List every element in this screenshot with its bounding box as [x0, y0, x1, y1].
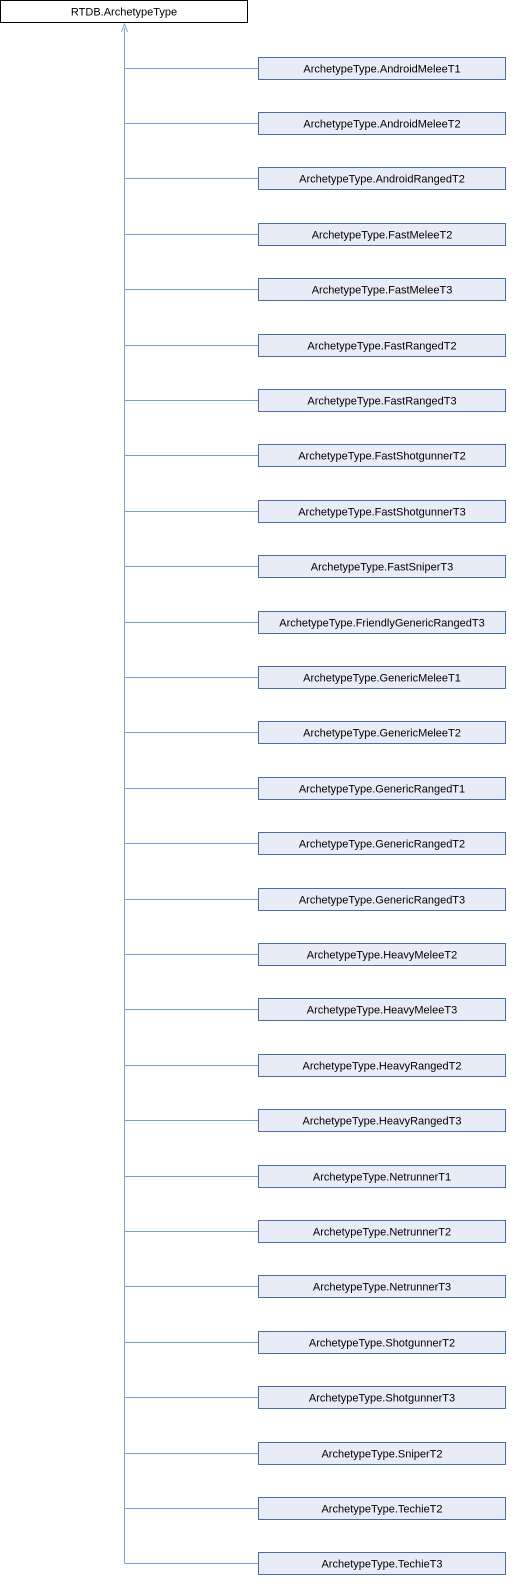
derived-class-box: [258, 998, 506, 1021]
derived-class-label: ArchetypeType.HeavyMeleeT2: [307, 950, 457, 962]
derived-class-node[interactable]: ArchetypeType.AndroidMeleeT2: [258, 112, 506, 135]
derived-class-node[interactable]: ArchetypeType.FastShotgunnerT2: [258, 444, 506, 467]
derived-class-node[interactable]: ArchetypeType.TechieT2: [258, 1497, 506, 1520]
root-class-node[interactable]: RTDB.ArchetypeType: [0, 0, 248, 23]
derived-class-label: ArchetypeType.GenericRangedT3: [299, 895, 465, 907]
derived-class-label: ArchetypeType.HeavyRangedT3: [303, 1116, 462, 1128]
derived-class-box: [258, 167, 506, 190]
derived-class-label: ArchetypeType.SniperT2: [321, 1449, 442, 1461]
derived-class-label: ArchetypeType.GenericMeleeT1: [303, 673, 461, 685]
derived-class-label: ArchetypeType.FastMeleeT3: [312, 285, 453, 297]
derived-class-box: [258, 666, 506, 689]
derived-class-node[interactable]: ArchetypeType.AndroidMeleeT1: [258, 57, 506, 80]
derived-class-box: [258, 112, 506, 135]
derived-class-node[interactable]: ArchetypeType.NetrunnerT1: [258, 1165, 506, 1188]
derived-class-node[interactable]: ArchetypeType.FastSniperT3: [258, 555, 506, 578]
root-class-box: [0, 0, 248, 23]
derived-class-box: [258, 1442, 506, 1465]
derived-class-node[interactable]: ArchetypeType.NetrunnerT3: [258, 1275, 506, 1298]
derived-class-node[interactable]: ArchetypeType.HeavyMeleeT3: [258, 998, 506, 1021]
derived-class-label: ArchetypeType.TechieT3: [321, 1559, 442, 1571]
inheritance-arrow-icon: [121, 22, 128, 33]
derived-class-label: ArchetypeType.HeavyRangedT2: [303, 1061, 462, 1073]
derived-class-node[interactable]: ArchetypeType.HeavyRangedT3: [258, 1109, 506, 1132]
derived-class-box: [258, 278, 506, 301]
derived-class-node[interactable]: ArchetypeType.FastMeleeT3: [258, 278, 506, 301]
derived-class-node[interactable]: ArchetypeType.TechieT3: [258, 1552, 506, 1575]
derived-class-label: ArchetypeType.FastRangedT2: [307, 341, 456, 353]
derived-class-label: ArchetypeType.NetrunnerT2: [313, 1227, 451, 1239]
derived-class-node[interactable]: ArchetypeType.ShotgunnerT3: [258, 1386, 506, 1409]
derived-class-box: [258, 57, 506, 80]
derived-class-label: ArchetypeType.ShotgunnerT2: [309, 1338, 455, 1350]
derived-class-box: [258, 1552, 506, 1575]
derived-class-node[interactable]: ArchetypeType.FastRangedT3: [258, 389, 506, 412]
derived-class-box: [258, 334, 506, 357]
derived-class-box: [258, 832, 506, 855]
derived-class-label: ArchetypeType.ShotgunnerT3: [309, 1393, 455, 1405]
derived-class-list: ArchetypeType.AndroidMeleeT1ArchetypeTyp…: [258, 57, 506, 1575]
derived-class-label: ArchetypeType.TechieT2: [321, 1504, 442, 1516]
derived-class-box: [258, 1165, 506, 1188]
derived-class-box: [258, 1054, 506, 1077]
derived-class-node[interactable]: ArchetypeType.FastMeleeT2: [258, 223, 506, 246]
derived-class-box: [258, 223, 506, 246]
derived-class-label: ArchetypeType.FastSniperT3: [311, 562, 453, 574]
derived-class-node[interactable]: ArchetypeType.FastRangedT2: [258, 334, 506, 357]
derived-class-node[interactable]: ArchetypeType.GenericRangedT3: [258, 888, 506, 911]
root-class-label: RTDB.ArchetypeType: [71, 7, 177, 19]
derived-class-box: [258, 444, 506, 467]
derived-class-node[interactable]: ArchetypeType.HeavyMeleeT2: [258, 943, 506, 966]
derived-class-node[interactable]: ArchetypeType.FriendlyGenericRangedT3: [258, 611, 506, 634]
derived-class-node[interactable]: ArchetypeType.NetrunnerT2: [258, 1220, 506, 1243]
derived-class-node[interactable]: ArchetypeType.GenericMeleeT2: [258, 721, 506, 744]
derived-class-node[interactable]: ArchetypeType.ShotgunnerT2: [258, 1331, 506, 1354]
derived-class-label: ArchetypeType.FastShotgunnerT2: [298, 451, 466, 463]
derived-class-node[interactable]: ArchetypeType.FastShotgunnerT3: [258, 500, 506, 523]
derived-class-node[interactable]: ArchetypeType.GenericMeleeT1: [258, 666, 506, 689]
derived-class-box: [258, 721, 506, 744]
derived-class-label: ArchetypeType.FastShotgunnerT3: [298, 507, 466, 519]
derived-class-label: ArchetypeType.AndroidMeleeT2: [303, 119, 460, 131]
derived-class-box: [258, 1109, 506, 1132]
derived-class-label: ArchetypeType.FastMeleeT2: [312, 230, 453, 242]
derived-class-label: ArchetypeType.GenericRangedT2: [299, 839, 465, 851]
derived-class-box: [258, 500, 506, 523]
derived-class-box: [258, 888, 506, 911]
derived-class-box: [258, 1386, 506, 1409]
derived-class-label: ArchetypeType.AndroidRangedT2: [299, 174, 465, 186]
derived-class-label: ArchetypeType.GenericMeleeT2: [303, 728, 461, 740]
derived-class-node[interactable]: ArchetypeType.SniperT2: [258, 1442, 506, 1465]
derived-class-node[interactable]: ArchetypeType.HeavyRangedT2: [258, 1054, 506, 1077]
derived-class-box: [258, 943, 506, 966]
derived-class-label: ArchetypeType.HeavyMeleeT3: [307, 1005, 457, 1017]
derived-class-node[interactable]: ArchetypeType.GenericRangedT1: [258, 777, 506, 800]
derived-class-node[interactable]: ArchetypeType.AndroidRangedT2: [258, 167, 506, 190]
derived-class-box: [258, 1220, 506, 1243]
derived-class-node[interactable]: ArchetypeType.GenericRangedT2: [258, 832, 506, 855]
derived-class-box: [258, 1275, 506, 1298]
derived-class-label: ArchetypeType.NetrunnerT1: [313, 1172, 451, 1184]
derived-class-box: [258, 1331, 506, 1354]
derived-class-box: [258, 1497, 506, 1520]
connector-lines: [121, 22, 259, 1564]
derived-class-box: [258, 611, 506, 634]
derived-class-label: ArchetypeType.NetrunnerT3: [313, 1282, 451, 1294]
derived-class-box: [258, 555, 506, 578]
derived-class-box: [258, 777, 506, 800]
derived-class-box: [258, 389, 506, 412]
derived-class-label: ArchetypeType.AndroidMeleeT1: [303, 64, 460, 76]
derived-class-label: ArchetypeType.FastRangedT3: [307, 396, 456, 408]
derived-class-label: ArchetypeType.FriendlyGenericRangedT3: [279, 618, 484, 630]
derived-class-label: ArchetypeType.GenericRangedT1: [299, 784, 465, 796]
